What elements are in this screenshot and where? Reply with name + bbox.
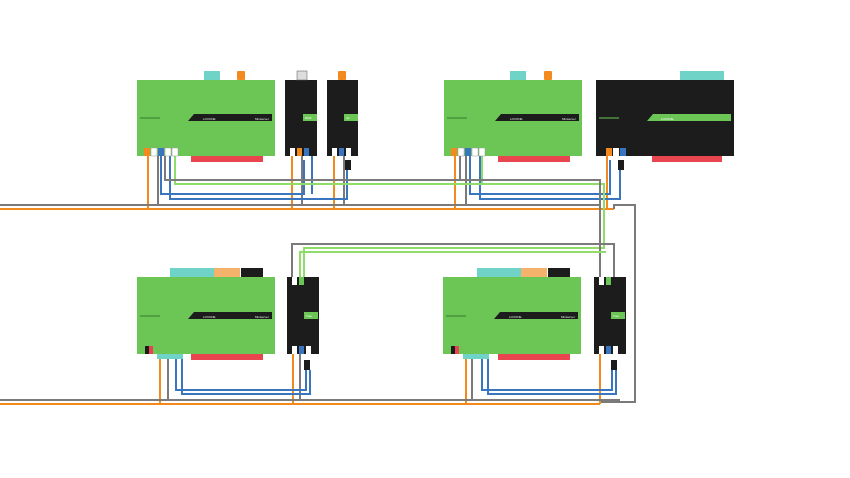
top-terminal: [204, 71, 220, 80]
miniserver-top-left: LOXONE Miniserver: [137, 71, 275, 162]
brand-band: [188, 114, 272, 121]
bottom-ports: [144, 147, 179, 157]
extension-air: Air: [327, 71, 358, 170]
miniserver-label: Miniserver: [561, 315, 575, 319]
wire-orange-top: [0, 154, 614, 210]
wires: [0, 154, 636, 405]
miniserver-label: Miniserver: [255, 117, 269, 121]
wire-orange-bottom: [0, 354, 601, 405]
extension-label: Air: [346, 116, 350, 120]
red-terminals: [191, 156, 263, 162]
extension-black-wide: LOXONE: [596, 71, 734, 170]
wire-gray-mid: [291, 243, 615, 278]
extension-tree-left: Tree: [287, 277, 319, 370]
miniserver-top-right: LOXONE Miniserver: [444, 71, 582, 162]
brand-label: LOXONE: [509, 315, 522, 319]
miniserver-label: Miniserver: [562, 117, 576, 121]
extension-label: Tree: [306, 314, 312, 318]
extension-label: DMX: [305, 116, 312, 120]
brand-label: LOXONE: [510, 117, 523, 121]
wire-blue-top: [160, 154, 621, 200]
brand-label: LOXONE: [203, 117, 216, 121]
miniserver-bottom-left: LOXONE Miniserver: [137, 268, 275, 360]
wire-green-tree-top: [174, 154, 605, 278]
miniserver-bottom-right: LOXONE Miniserver: [443, 268, 581, 360]
wire-green-mid: [299, 251, 606, 278]
extension-dmx: DMX: [285, 70, 317, 156]
wire-gray-tree-top: [164, 154, 601, 278]
wire-gray-bottom: [0, 354, 620, 401]
wire-gray-loop: [600, 204, 636, 403]
miniserver-label: Miniserver: [255, 315, 269, 319]
extension-label: Tree: [613, 314, 619, 318]
brand-label: LOXONE: [661, 117, 674, 121]
brand-label: LOXONE: [203, 315, 216, 319]
extension-tree-right: Tree: [594, 277, 626, 370]
top-connector-orange: [237, 71, 245, 80]
wire-blue-bottom: [175, 354, 617, 395]
